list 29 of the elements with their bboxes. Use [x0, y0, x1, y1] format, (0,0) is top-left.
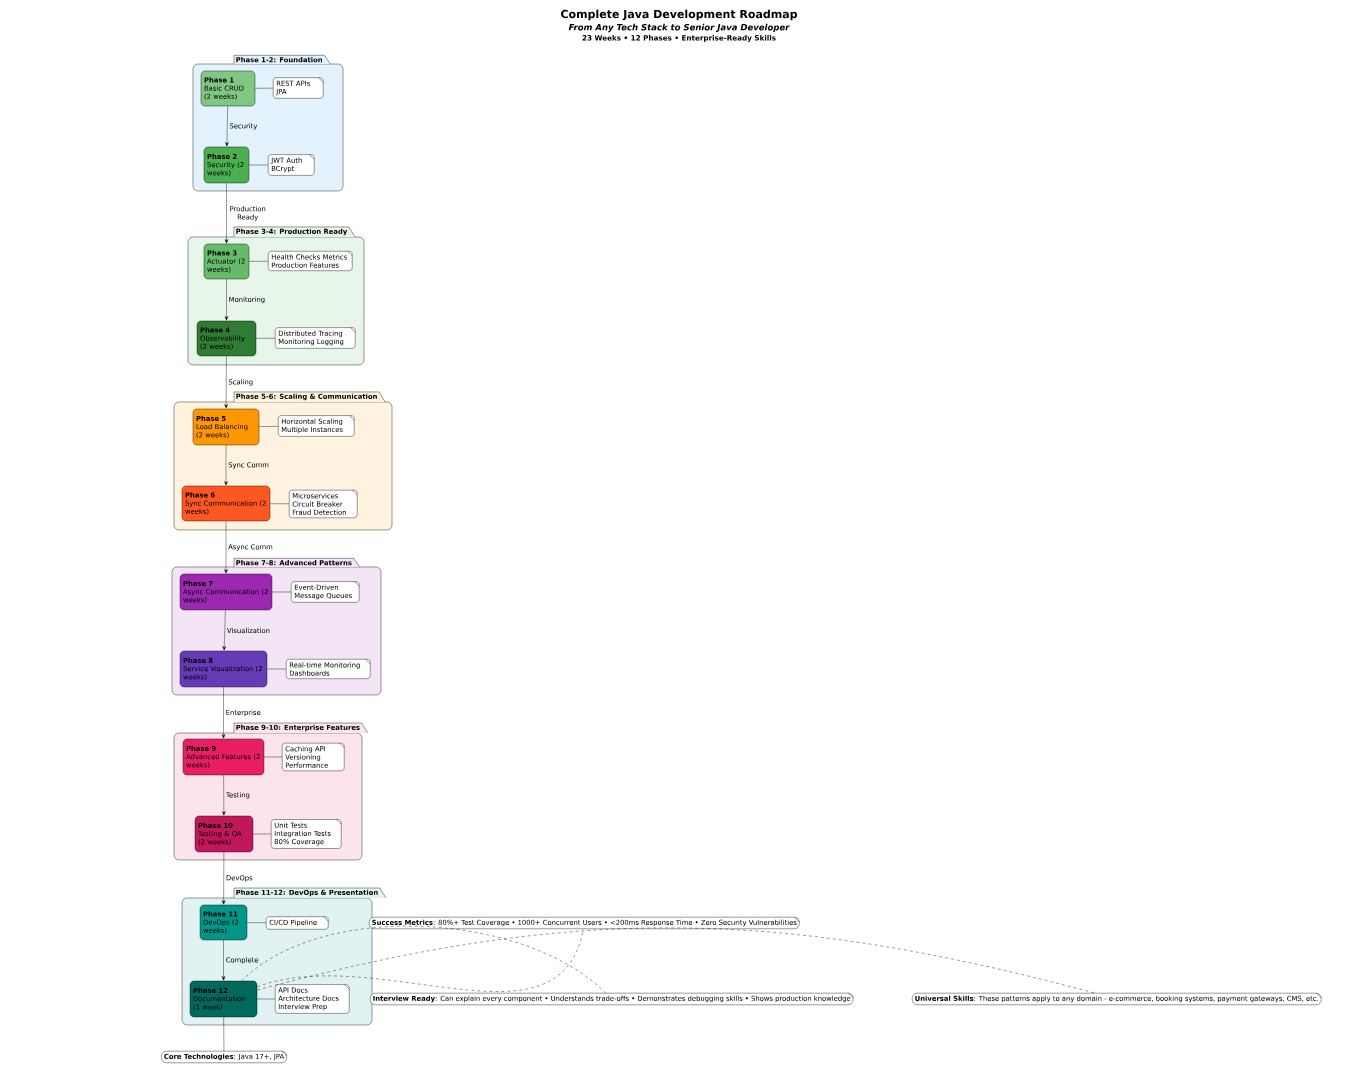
connector-line — [264, 756, 283, 758]
connector-line — [270, 503, 290, 504]
arrow — [224, 445, 228, 486]
connector-line — [255, 87, 274, 89]
connector-line — [259, 426, 279, 427]
arrow — [224, 520, 228, 574]
arrow — [222, 609, 226, 651]
arrow — [224, 356, 228, 409]
connector-line — [257, 998, 276, 1000]
connector-line — [249, 164, 269, 166]
arrow — [221, 686, 226, 739]
arrow — [224, 183, 229, 244]
connector-line — [272, 591, 292, 593]
arrow — [225, 106, 229, 147]
connector-line — [223, 1016, 225, 1052]
connector-line — [253, 833, 272, 835]
connector-line — [267, 668, 287, 670]
arrow — [222, 774, 226, 816]
connector-line — [247, 922, 267, 923]
dashed-connector — [257, 927, 1095, 994]
arrow — [224, 279, 229, 321]
arrow — [221, 851, 226, 905]
dashed-connector — [257, 928, 584, 992]
connector-line — [256, 338, 276, 339]
subtitle: From Any Tech Stack to Senior Java Developer — [568, 23, 790, 33]
connector-line — [249, 261, 269, 262]
dashed-connector — [241, 926, 606, 994]
title: Complete Java Development Roadmap — [561, 9, 797, 21]
arrow — [221, 940, 226, 981]
